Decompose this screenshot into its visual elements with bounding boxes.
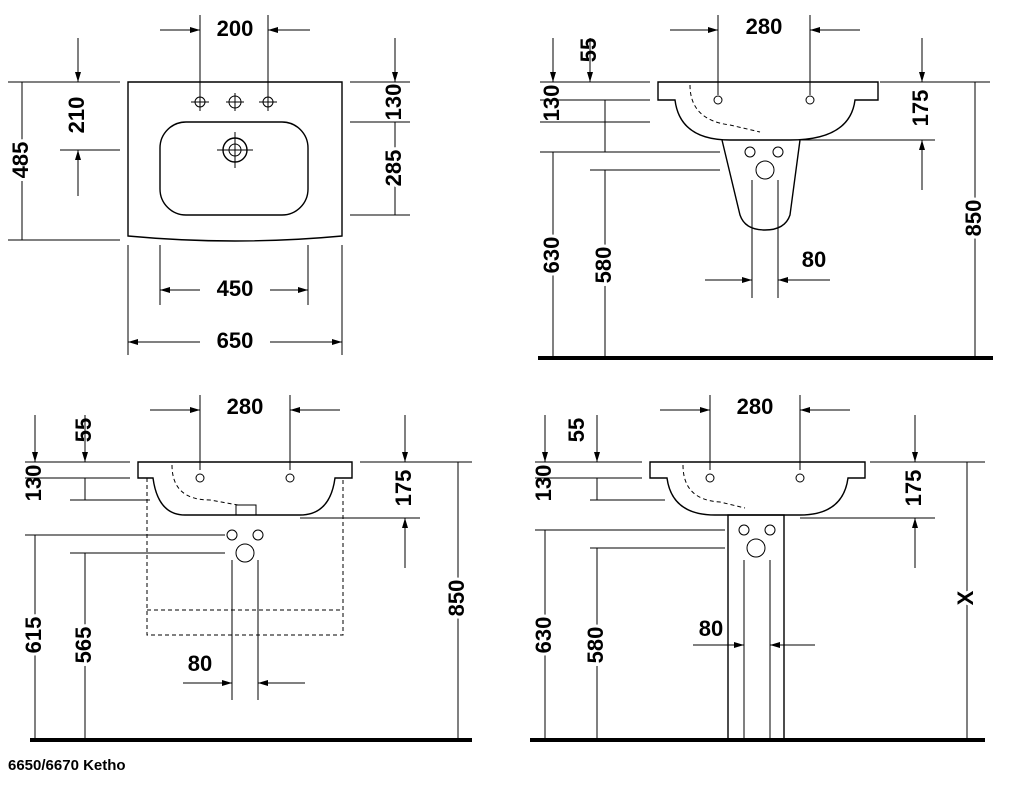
caption: 6650/6670 Ketho bbox=[8, 757, 126, 774]
dim-850: 850 bbox=[961, 200, 986, 237]
full-pedestal bbox=[727, 514, 785, 741]
dim-285: 285 bbox=[381, 150, 406, 187]
dim-130: 130 bbox=[531, 465, 556, 502]
basin-side bbox=[649, 461, 866, 516]
dim-175: 175 bbox=[908, 90, 933, 127]
dim-175: 175 bbox=[391, 470, 416, 507]
dim-55: 55 bbox=[71, 418, 96, 442]
half-pedestal bbox=[721, 139, 801, 231]
dim-280: 280 bbox=[746, 14, 783, 39]
dim-580: 580 bbox=[591, 247, 616, 284]
bowl-outline bbox=[159, 121, 309, 216]
dim-80: 80 bbox=[188, 651, 212, 676]
basin-side bbox=[137, 461, 353, 516]
dim-630: 630 bbox=[531, 617, 556, 654]
dim-55: 55 bbox=[564, 418, 589, 442]
basin-outline bbox=[127, 81, 343, 242]
full-pedestal-view: 280 55 130 630 580 175 X 80 bbox=[528, 394, 985, 742]
dim-485: 485 bbox=[8, 142, 33, 179]
dim-130: 130 bbox=[381, 84, 406, 121]
dim-630: 630 bbox=[539, 237, 564, 274]
wall-mounted-view: 280 55 130 615 565 175 850 80 bbox=[18, 394, 472, 742]
dim-55: 55 bbox=[576, 38, 601, 62]
dim-565: 565 bbox=[71, 627, 96, 664]
dim-450: 450 bbox=[217, 276, 254, 301]
plan-view: 200 210 485 130 285 450 650 bbox=[5, 15, 410, 355]
basin-side bbox=[657, 81, 879, 141]
dim-175: 175 bbox=[901, 470, 926, 507]
dim-130: 130 bbox=[539, 85, 564, 122]
dim-130: 130 bbox=[21, 465, 46, 502]
dim-80: 80 bbox=[802, 247, 826, 272]
dim-x: X bbox=[953, 590, 978, 605]
dim-280: 280 bbox=[737, 394, 774, 419]
dim-80: 80 bbox=[699, 616, 723, 641]
half-pedestal-view: 280 55 130 630 580 175 850 80 bbox=[536, 14, 993, 360]
dim-200: 200 bbox=[217, 16, 254, 41]
dim-280: 280 bbox=[227, 394, 264, 419]
drain-icon bbox=[217, 132, 253, 168]
dim-850: 850 bbox=[444, 580, 469, 617]
dim-615: 615 bbox=[21, 617, 46, 654]
dim-650: 650 bbox=[217, 328, 254, 353]
dim-580: 580 bbox=[583, 627, 608, 664]
tap-hole-icons bbox=[191, 93, 277, 111]
dim-210: 210 bbox=[64, 97, 89, 134]
